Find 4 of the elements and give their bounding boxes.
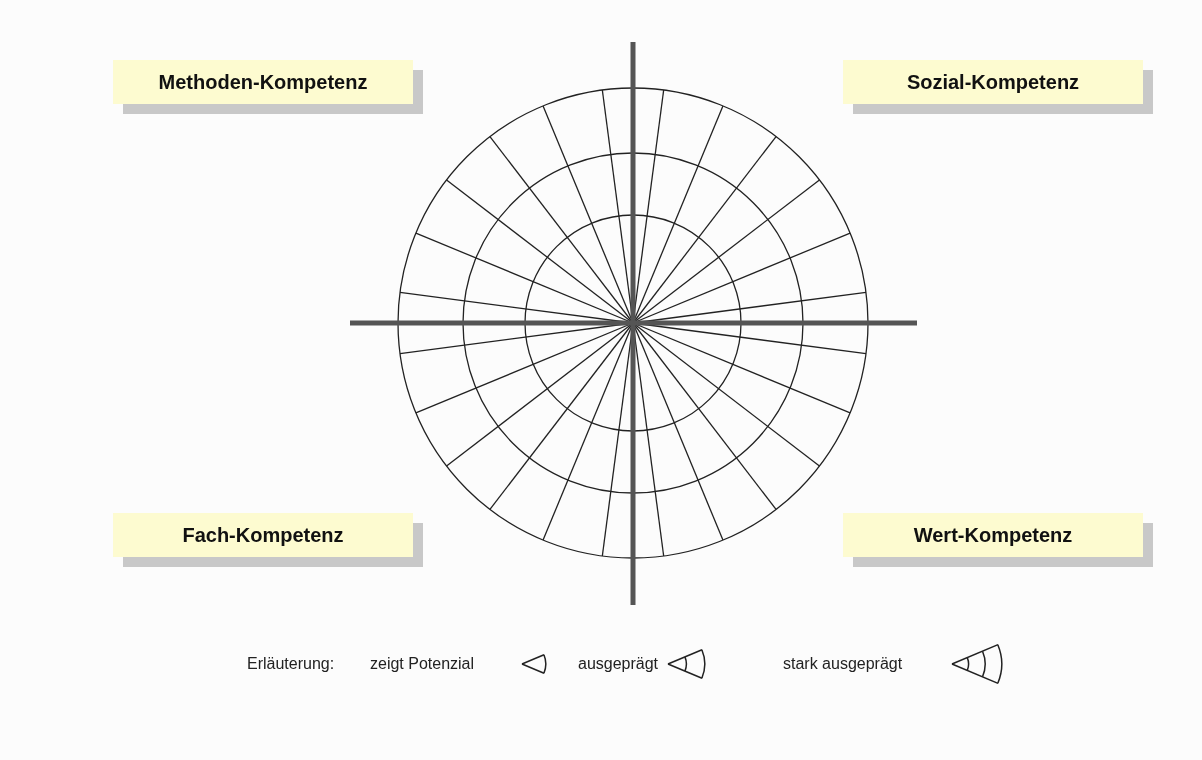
legend-heading: Erläuterung: — [247, 655, 335, 673]
legend-text: stark ausgeprägt — [783, 655, 903, 673]
legend-text: ausgeprägt — [578, 655, 659, 673]
legend-text: zeigt Potenzial — [370, 655, 475, 673]
